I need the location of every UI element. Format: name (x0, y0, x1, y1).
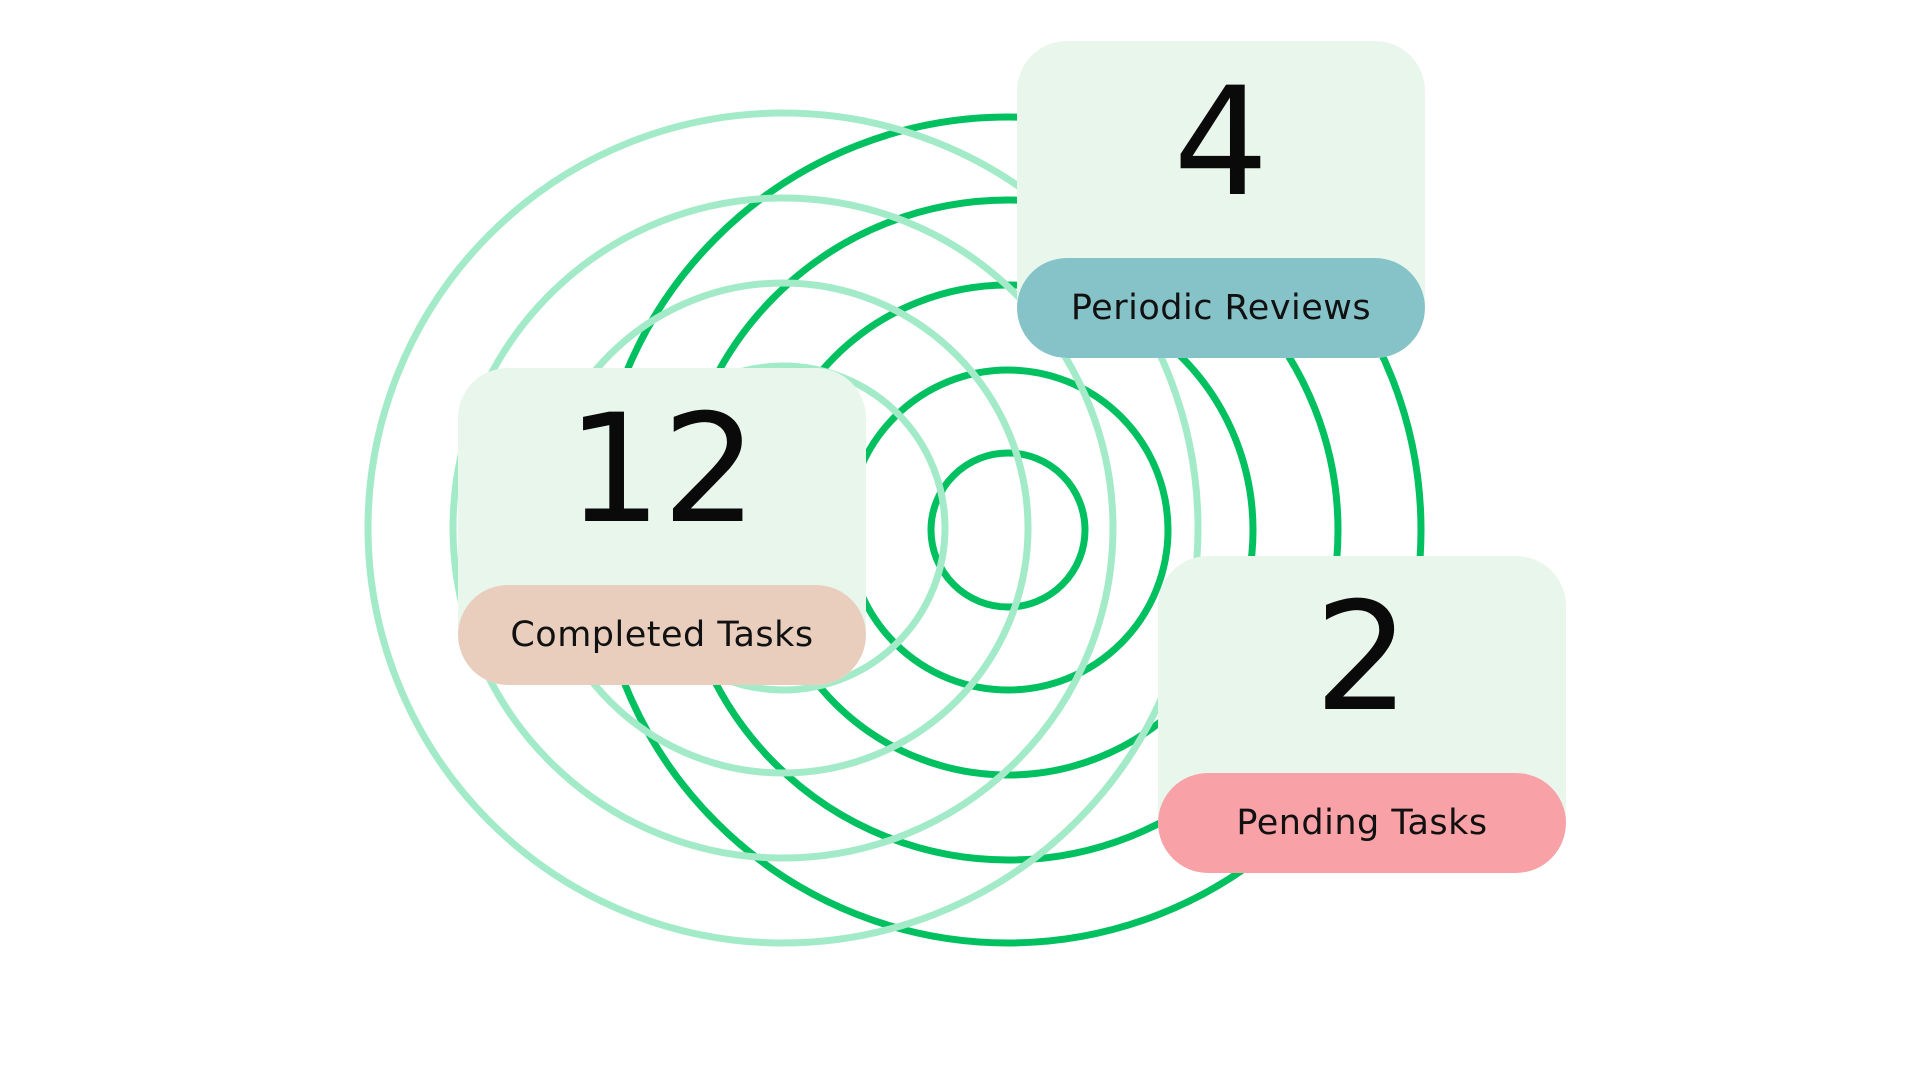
stat-card-pending-tasks: 2 Pending Tasks (1158, 556, 1566, 873)
stat-value: 4 (1173, 56, 1269, 230)
light-ring-group (364, 109, 1202, 947)
stat-label-pill: Completed Tasks (458, 585, 866, 685)
stat-card-completed-tasks: 12 Completed Tasks (458, 368, 866, 685)
light-ring (364, 109, 1202, 947)
stat-label-pill: Pending Tasks (1158, 773, 1566, 873)
stat-card-periodic-reviews: 4 Periodic Reviews (1017, 41, 1425, 358)
light-ring (449, 194, 1117, 862)
stat-label-pill: Periodic Reviews (1017, 258, 1425, 358)
dark-ring (927, 449, 1089, 611)
stat-value: 2 (1314, 571, 1410, 745)
stat-value: 12 (566, 383, 758, 557)
